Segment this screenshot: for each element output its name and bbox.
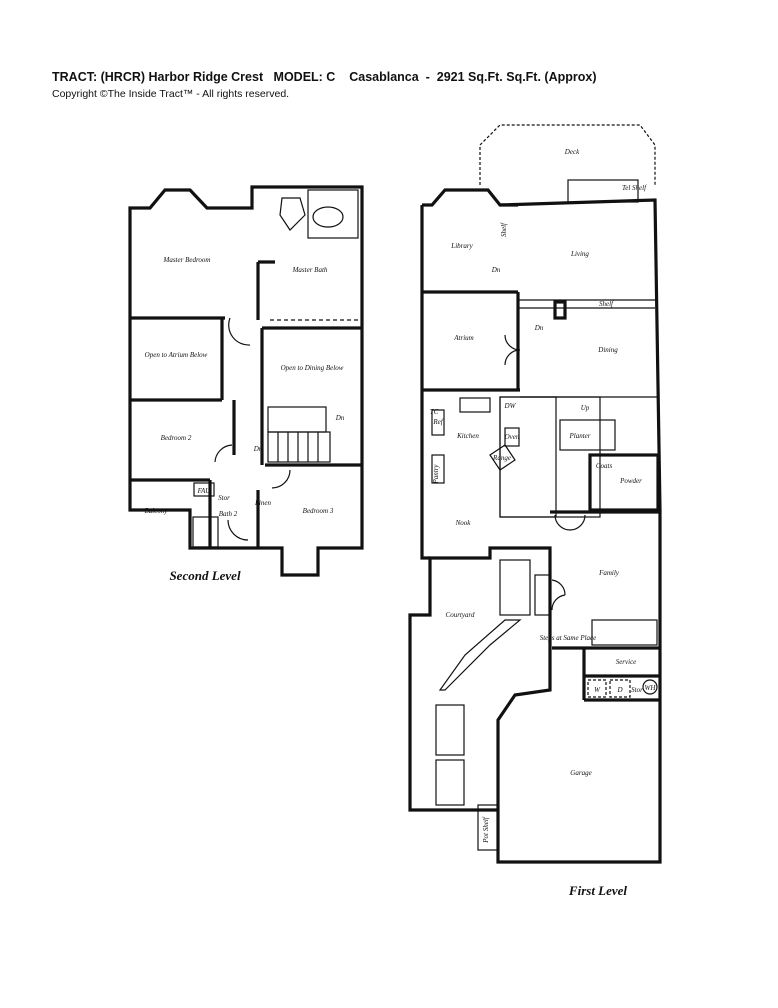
ref-label: Ref (432, 418, 443, 426)
room-powder: Powder (619, 477, 642, 485)
pot-shelf-label: Pot Shelf (482, 816, 490, 844)
room-bedroom-3: Bedroom 3 (303, 507, 334, 515)
room-open-dining: Open to Dining Below (281, 364, 344, 372)
coats-label: Coats (596, 462, 613, 470)
dn-label: Dn (335, 414, 345, 422)
room-nook: Nook (455, 519, 472, 527)
room-atrium: Atrium (453, 334, 473, 342)
range-label: Range (492, 454, 511, 462)
room-balcony: Balcony (145, 507, 169, 515)
linen-label: Linen (254, 499, 271, 507)
room-master-bath: Master Bath (292, 266, 328, 274)
shelf-label: Shelf (599, 300, 614, 308)
fau-label: FAU (197, 487, 212, 495)
dn-label: Dn (253, 445, 263, 453)
first-level-labels: Deck Library Living Atrium Dining Kitche… (430, 148, 657, 898)
tv-shelf-label: Tel Shelf (622, 184, 647, 192)
first-level-title: First Level (568, 883, 628, 898)
library-shelf-label: Shelf (500, 222, 508, 237)
second-level-labels: Master Bedroom Master Bath Open to Atriu… (145, 256, 345, 583)
up-label: Up (581, 404, 590, 412)
stor-label: Stor (218, 494, 230, 502)
water-heater-label: WH (645, 684, 657, 692)
pantry-label: Pantry (432, 464, 440, 485)
room-courtyard: Courtyard (446, 611, 475, 619)
room-bath-2: Bath 2 (219, 510, 238, 518)
first-level-plan (408, 124, 662, 864)
dw-label: DW (504, 402, 517, 410)
second-level-title: Second Level (169, 568, 241, 583)
planter-label: Planter (569, 432, 591, 440)
second-level-plan (128, 185, 364, 577)
room-kitchen: Kitchen (456, 432, 479, 440)
dn-label: Dn (491, 266, 501, 274)
room-master-bedroom: Master Bedroom (163, 256, 211, 264)
room-family: Family (598, 569, 620, 577)
copyright: Copyright ©The Inside Tract™ - All right… (52, 88, 290, 100)
steps-label: Steps at Same Place (540, 634, 597, 642)
oven-label: Oven (505, 433, 520, 441)
room-open-atrium: Open to Atrium Below (145, 351, 208, 359)
dryer-label: D (616, 686, 622, 694)
room-deck: Deck (564, 148, 580, 156)
stor-label: Stor (631, 686, 643, 694)
room-garage: Garage (570, 769, 591, 777)
room-bedroom-2: Bedroom 2 (161, 434, 192, 442)
plan-title: TRACT: (HRCR) Harbor Ridge Crest MODEL: … (52, 70, 597, 84)
tc-label: TC (430, 408, 439, 416)
tile-floor (499, 396, 601, 518)
room-living: Living (570, 250, 589, 258)
dn-label: Dn (534, 324, 544, 332)
room-service: Service (616, 658, 637, 666)
room-dining: Dining (597, 346, 618, 354)
washer-label: W (594, 686, 601, 694)
room-library: Library (450, 242, 473, 250)
